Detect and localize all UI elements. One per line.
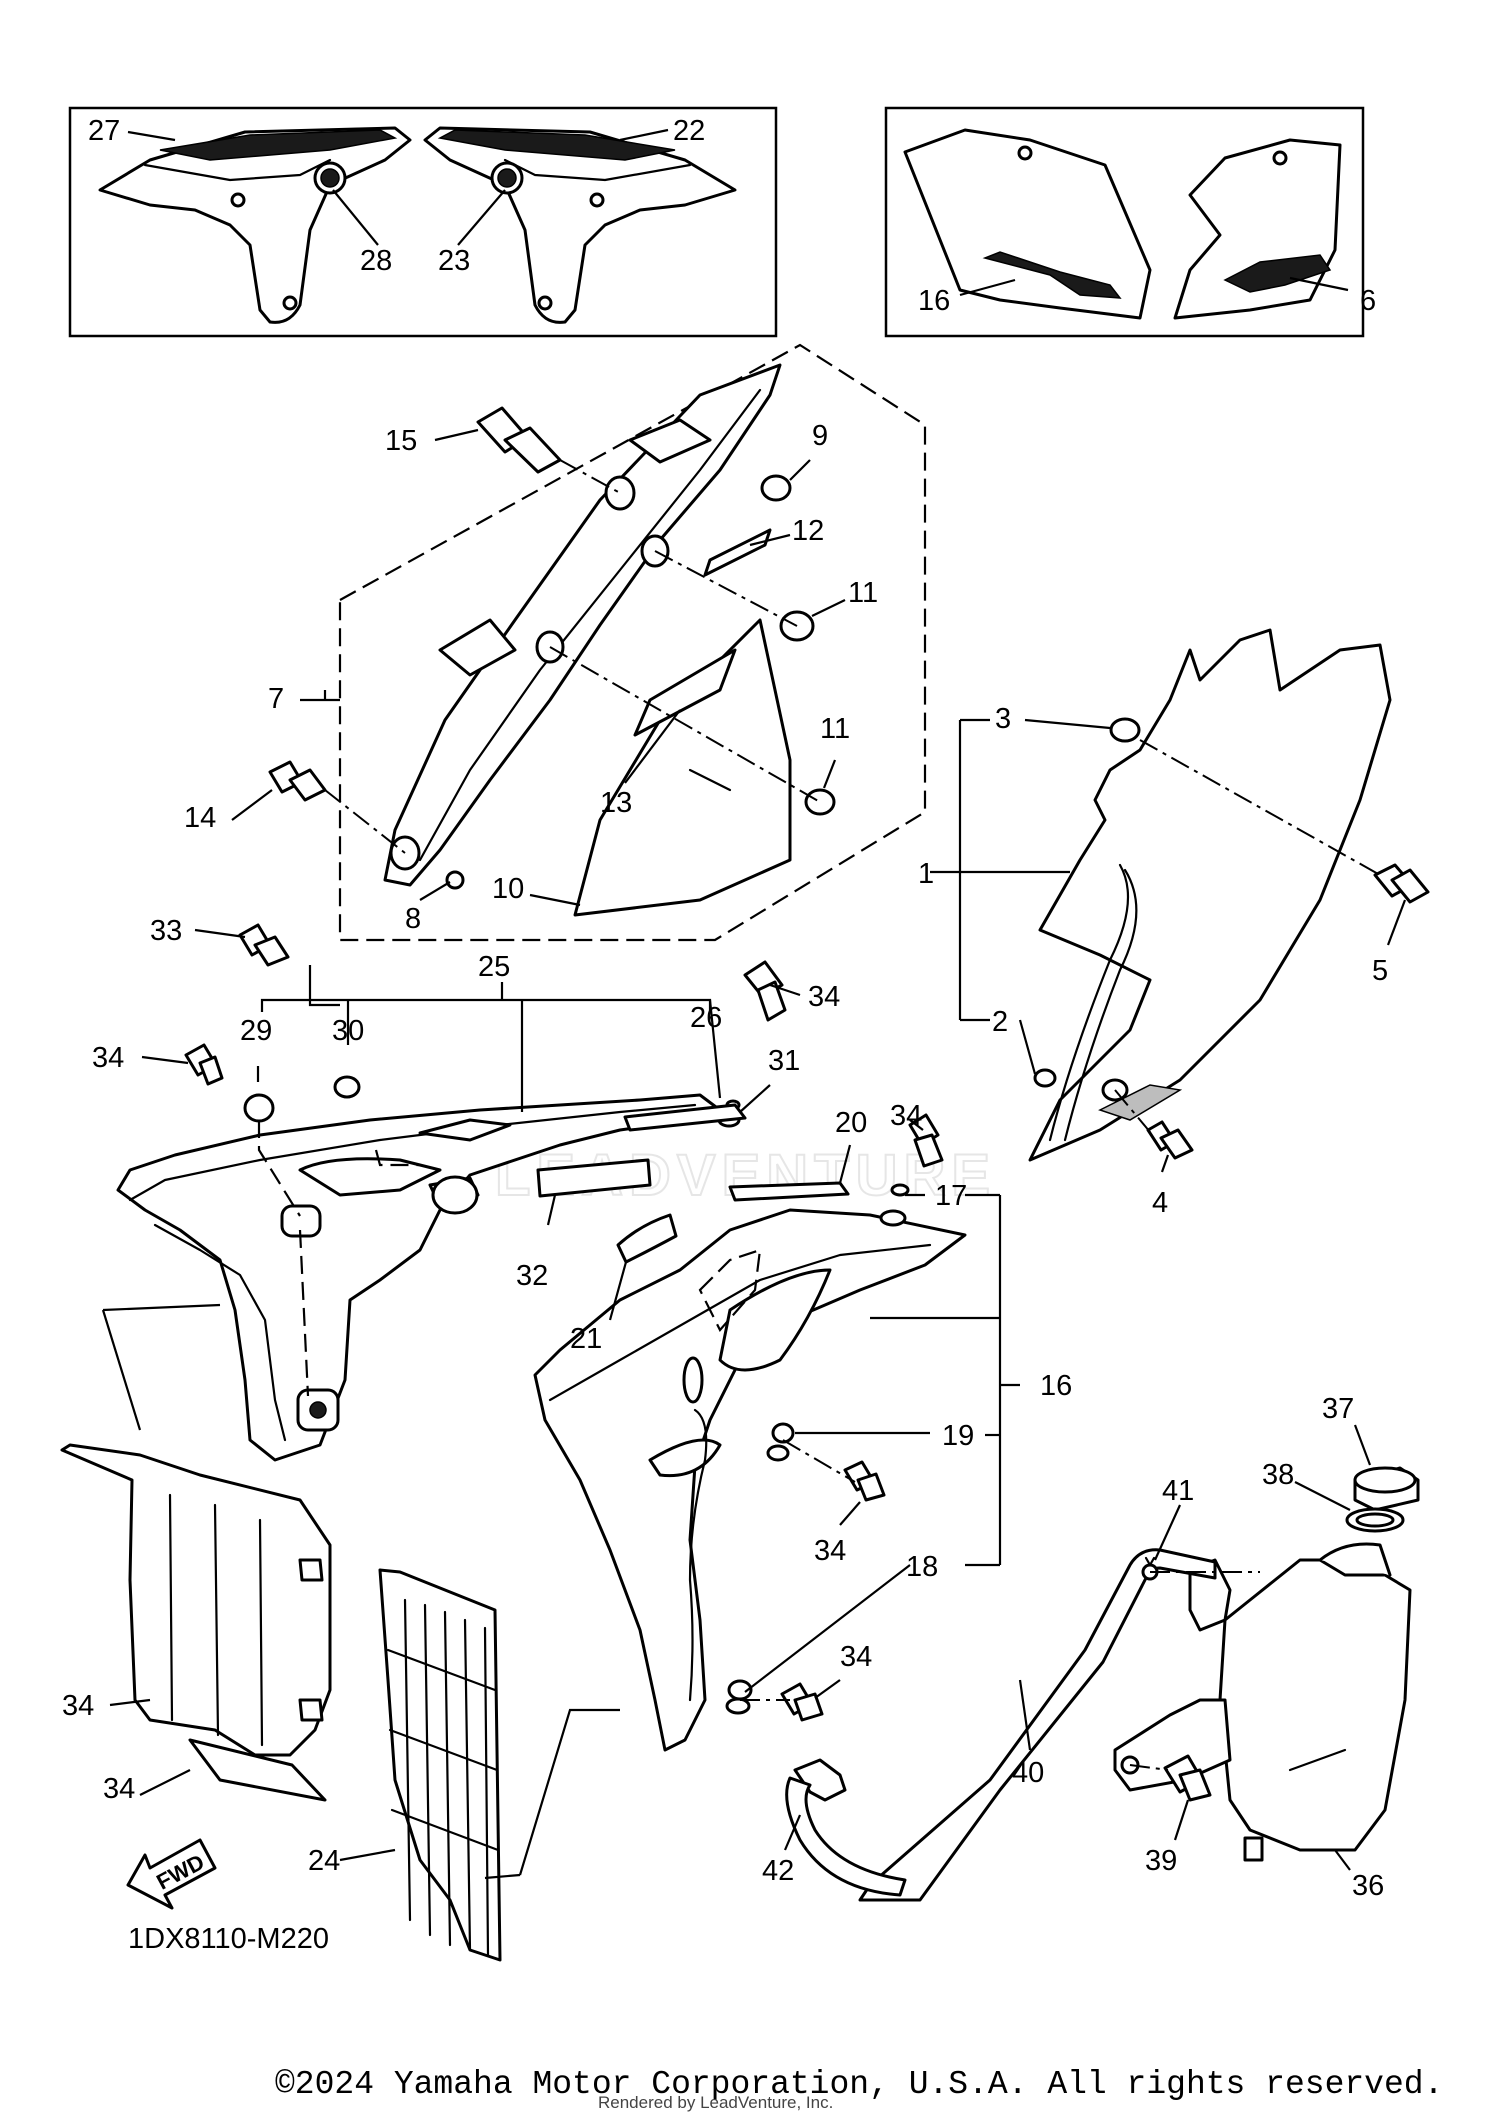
radiator-guards	[60, 1303, 620, 1962]
callout-17: 16	[1040, 1370, 1072, 1402]
copyright-notice: ©2024 Yamaha Motor Corporation, U.S.A. A…	[275, 2066, 1443, 2103]
overflow-tank-group	[783, 1424, 1420, 1902]
inset-box-side-cover-graphics	[884, 106, 1365, 338]
callout-29: 30	[332, 1015, 364, 1047]
callout-25: 24	[308, 1845, 340, 1877]
callout-34-a: 33	[150, 915, 182, 947]
callout-5: 5	[1372, 955, 1388, 987]
callout-14: 14	[184, 802, 216, 834]
callout-28: 29	[240, 1015, 272, 1047]
callout-16: 16	[918, 285, 950, 317]
callout-13: 13	[600, 787, 632, 819]
rendered-by-notice: Rendered by LeadVenture, Inc.	[598, 2093, 833, 2112]
callout-1: 1	[918, 858, 934, 890]
callout-12: 12	[792, 515, 824, 547]
callout-15: 15	[385, 425, 417, 457]
callout-21: 20	[835, 1107, 867, 1139]
diagram-code: 1DX8110-M220	[128, 1923, 329, 1955]
callout-18: 17	[935, 1180, 967, 1212]
callout-20: 19	[942, 1420, 974, 1452]
callout-19: 18	[906, 1551, 938, 1583]
callout-38: 37	[1322, 1393, 1354, 1425]
callout-3: 3	[995, 703, 1011, 735]
callout-43: 42	[762, 1855, 794, 1887]
shroud-assembly-17	[533, 1113, 1020, 1752]
callout-34-e: 34	[814, 1535, 846, 1567]
callout-34-f: 34	[840, 1641, 872, 1673]
callout-37: 36	[1352, 1870, 1384, 1902]
callout-9: 9	[812, 420, 828, 452]
callout-30: 31	[768, 1045, 800, 1077]
callout-34-d: 34	[890, 1100, 922, 1132]
callout-41: 40	[1012, 1757, 1044, 1789]
assembly-7-dashed-group	[231, 343, 927, 942]
callout-22: 21	[570, 1323, 602, 1355]
callout-2: 2	[992, 1006, 1008, 1038]
callout-11-lower: 11	[820, 713, 850, 745]
callout-8: 8	[405, 903, 421, 935]
callout-39: 38	[1262, 1459, 1294, 1491]
callout-6: 6	[1360, 285, 1376, 317]
callout-4: 4	[1152, 1187, 1168, 1219]
callout-26: 25	[478, 951, 510, 983]
callout-11-upper: 11	[848, 577, 878, 609]
callout-31: 32	[516, 1260, 548, 1292]
callout-10: 10	[492, 873, 524, 905]
callout-24: 23	[438, 245, 470, 277]
shroud-assembly-26	[116, 923, 801, 1462]
callout-34-c: 34	[92, 1042, 124, 1074]
callout-34-b: 34	[808, 981, 840, 1013]
side-cover-assembly-1	[930, 628, 1430, 1173]
inset-box-radiator-shrouds	[68, 106, 778, 338]
callout-42: 41	[1162, 1475, 1194, 1507]
callout-33: 28	[360, 245, 392, 277]
fwd-direction-arrow: FWD	[126, 1838, 217, 1910]
callout-40: 39	[1145, 1845, 1177, 1877]
callout-23: 22	[673, 115, 705, 147]
callout-35: 34	[62, 1690, 94, 1722]
callout-32: 27	[88, 115, 120, 147]
callout-36: 34	[103, 1773, 135, 1805]
callout-7: 7	[268, 683, 284, 715]
callout-27: 26	[690, 1002, 722, 1034]
